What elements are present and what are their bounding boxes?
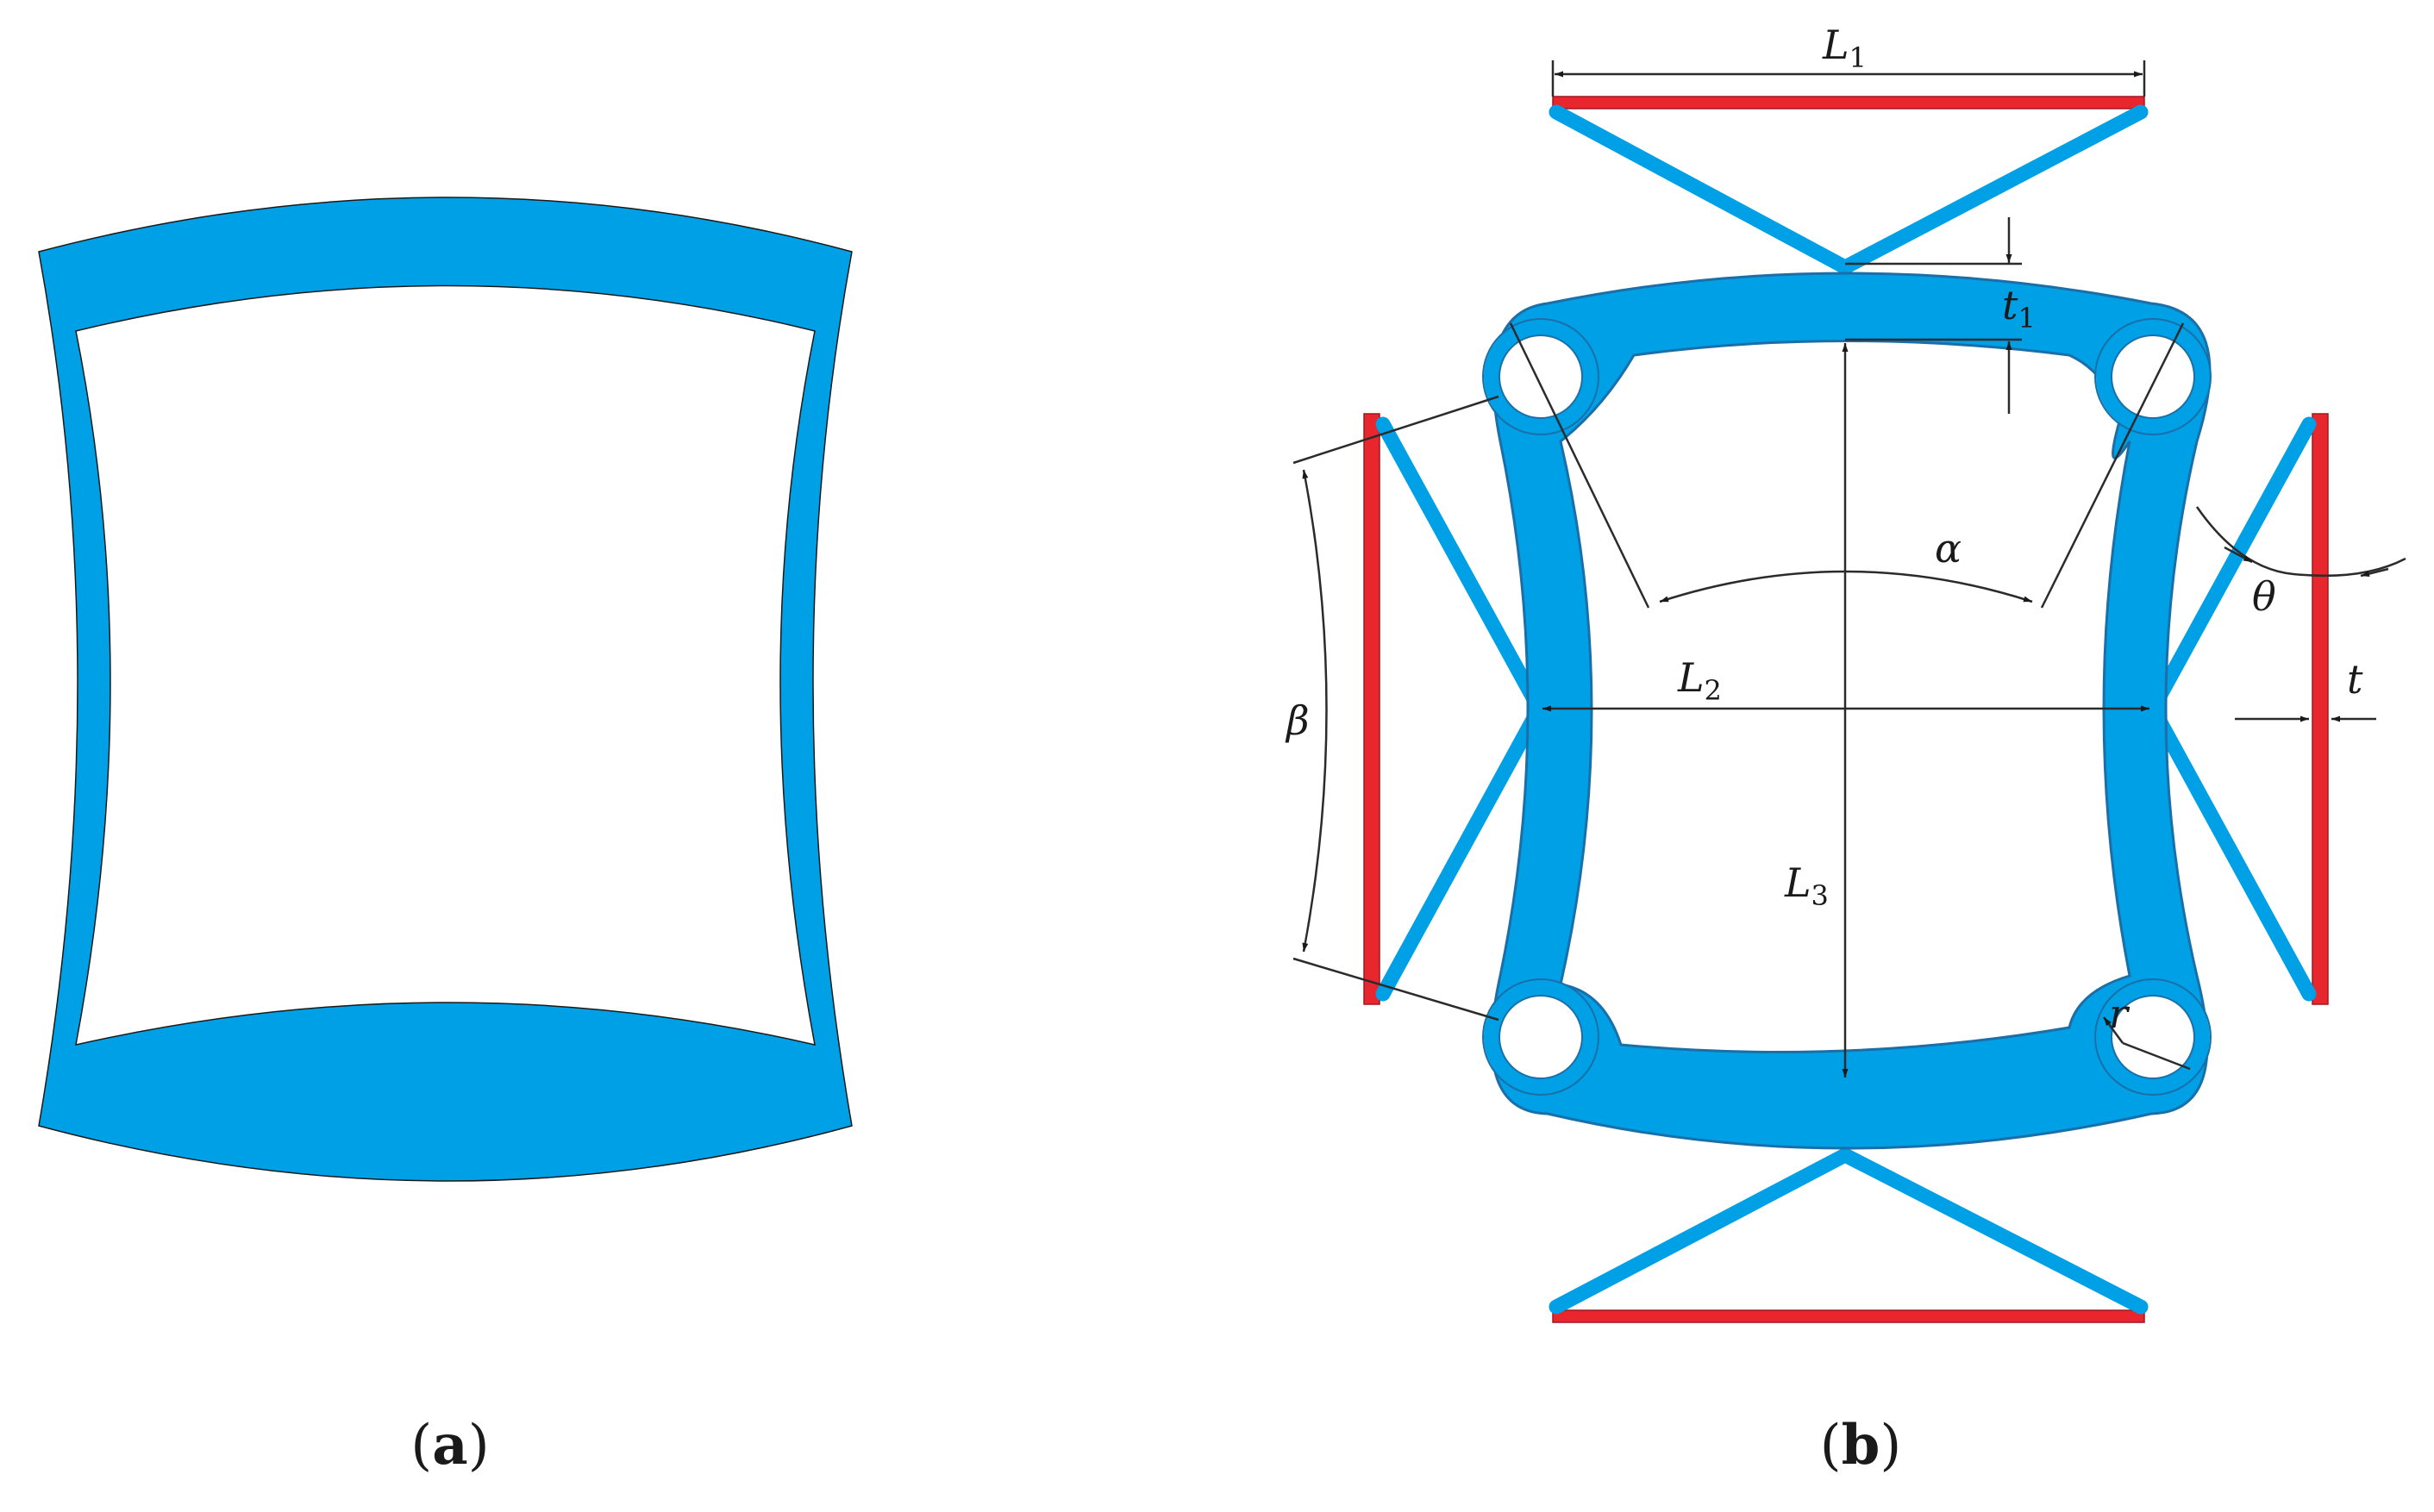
ligaments	[1375, 104, 2317, 1315]
panel-a-cell-frame	[38, 197, 853, 1182]
dim-theta	[2195, 506, 2406, 578]
dim-beta	[1302, 469, 1328, 953]
label-t: t	[2347, 656, 2363, 703]
corner-hinges	[1484, 320, 2210, 1094]
label-L3: L3	[1784, 859, 1829, 912]
hinge-top-left	[1484, 320, 1598, 434]
hinge-bottom-right	[2096, 980, 2210, 1094]
label-theta: θ	[2252, 573, 2276, 620]
red-struts	[1363, 96, 2329, 1323]
strut-bottom	[1552, 1309, 2145, 1323]
label-L2: L2	[1677, 654, 1722, 707]
dim-r	[2102, 1016, 2124, 1044]
label-L1: L1	[1822, 22, 1867, 74]
hinge-bottom-left	[1484, 980, 1598, 1094]
strut-right	[2312, 413, 2329, 1005]
strut-left	[1363, 413, 1380, 1005]
dimension-lines	[1292, 60, 2406, 1078]
panel-a-caption: (a)	[410, 1413, 489, 1478]
label-r: r	[2109, 990, 2131, 1037]
panel-b-caption: (b)	[1820, 1413, 1902, 1478]
label-alpha: α	[1935, 525, 1962, 572]
strut-top	[1552, 96, 2145, 109]
panel-b-cell: L1 t1 α L2 L3 β θ t r	[1285, 22, 2406, 1323]
label-beta: β	[1285, 697, 1310, 744]
panel-a-cell	[38, 197, 853, 1182]
hinge-top-right	[2096, 320, 2210, 434]
dim-alpha	[1659, 570, 2033, 603]
label-t1: t1	[2002, 282, 2036, 334]
